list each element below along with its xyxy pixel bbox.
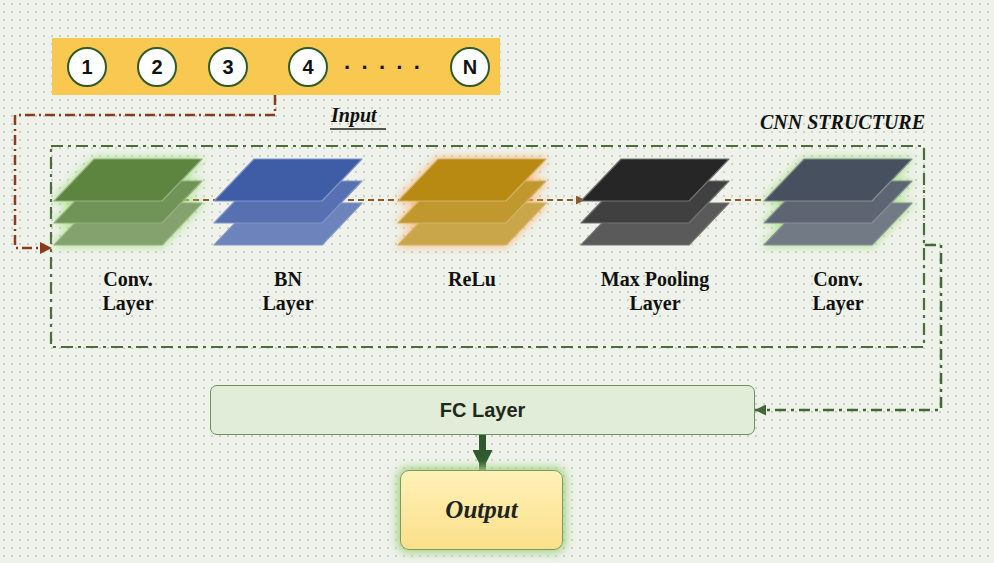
- fc-layer-box: FC Layer: [210, 385, 755, 435]
- layer-stack: [208, 155, 368, 250]
- dashed-rect: [51, 146, 924, 347]
- layer-slab: [764, 159, 912, 201]
- connector-arrow: [479, 435, 486, 470]
- layer-slab: [54, 159, 202, 201]
- layer-block: Conv. Layer: [83, 155, 173, 335]
- node-label: ReLu: [427, 267, 517, 291]
- node-label: 2: [151, 56, 162, 79]
- node-label: BN Layer: [248, 267, 328, 315]
- layer-slab: [581, 159, 729, 201]
- node-label: Conv. Layer: [83, 267, 173, 315]
- input-circle: 1: [67, 47, 107, 87]
- layer-slab: [398, 159, 546, 201]
- layer-block: Max Pooling Layer: [585, 155, 725, 335]
- input-circle: 2: [137, 47, 177, 87]
- node-label: FC Layer: [440, 399, 526, 422]
- layer-stack: [575, 155, 735, 250]
- input-band: [52, 38, 500, 95]
- cnn-structure-box: CNN STRUCTUREConv. LayerBN LayerReLuMax …: [50, 145, 925, 348]
- node-label: N: [463, 56, 477, 79]
- node-label: Max Pooling Layer: [585, 267, 725, 315]
- node-label: 3: [222, 56, 233, 79]
- node-label: Conv. Layer: [793, 267, 883, 315]
- input-underline: [330, 128, 386, 130]
- node-label: 1: [81, 56, 92, 79]
- layer-stack: [392, 155, 552, 250]
- ellipsis-label: · · · · ·: [344, 55, 423, 81]
- input-circle: 4: [288, 47, 328, 87]
- input-circle: N: [450, 47, 490, 87]
- layer-slab: [214, 159, 362, 201]
- layer-stack: [48, 155, 208, 250]
- output-box: Output: [400, 470, 563, 550]
- input-circle: 3: [208, 47, 248, 87]
- layer-stack: [758, 155, 918, 250]
- node-label: 4: [302, 56, 313, 79]
- node-label: Output: [445, 496, 517, 524]
- layer-block: BN Layer: [248, 155, 328, 335]
- layer-block: ReLu: [427, 155, 517, 335]
- layer-block: Conv. Layer: [793, 155, 883, 335]
- connector-arrow: [755, 245, 941, 410]
- group-heading: CNN STRUCTURE: [760, 111, 925, 134]
- input-label: Input: [331, 104, 377, 127]
